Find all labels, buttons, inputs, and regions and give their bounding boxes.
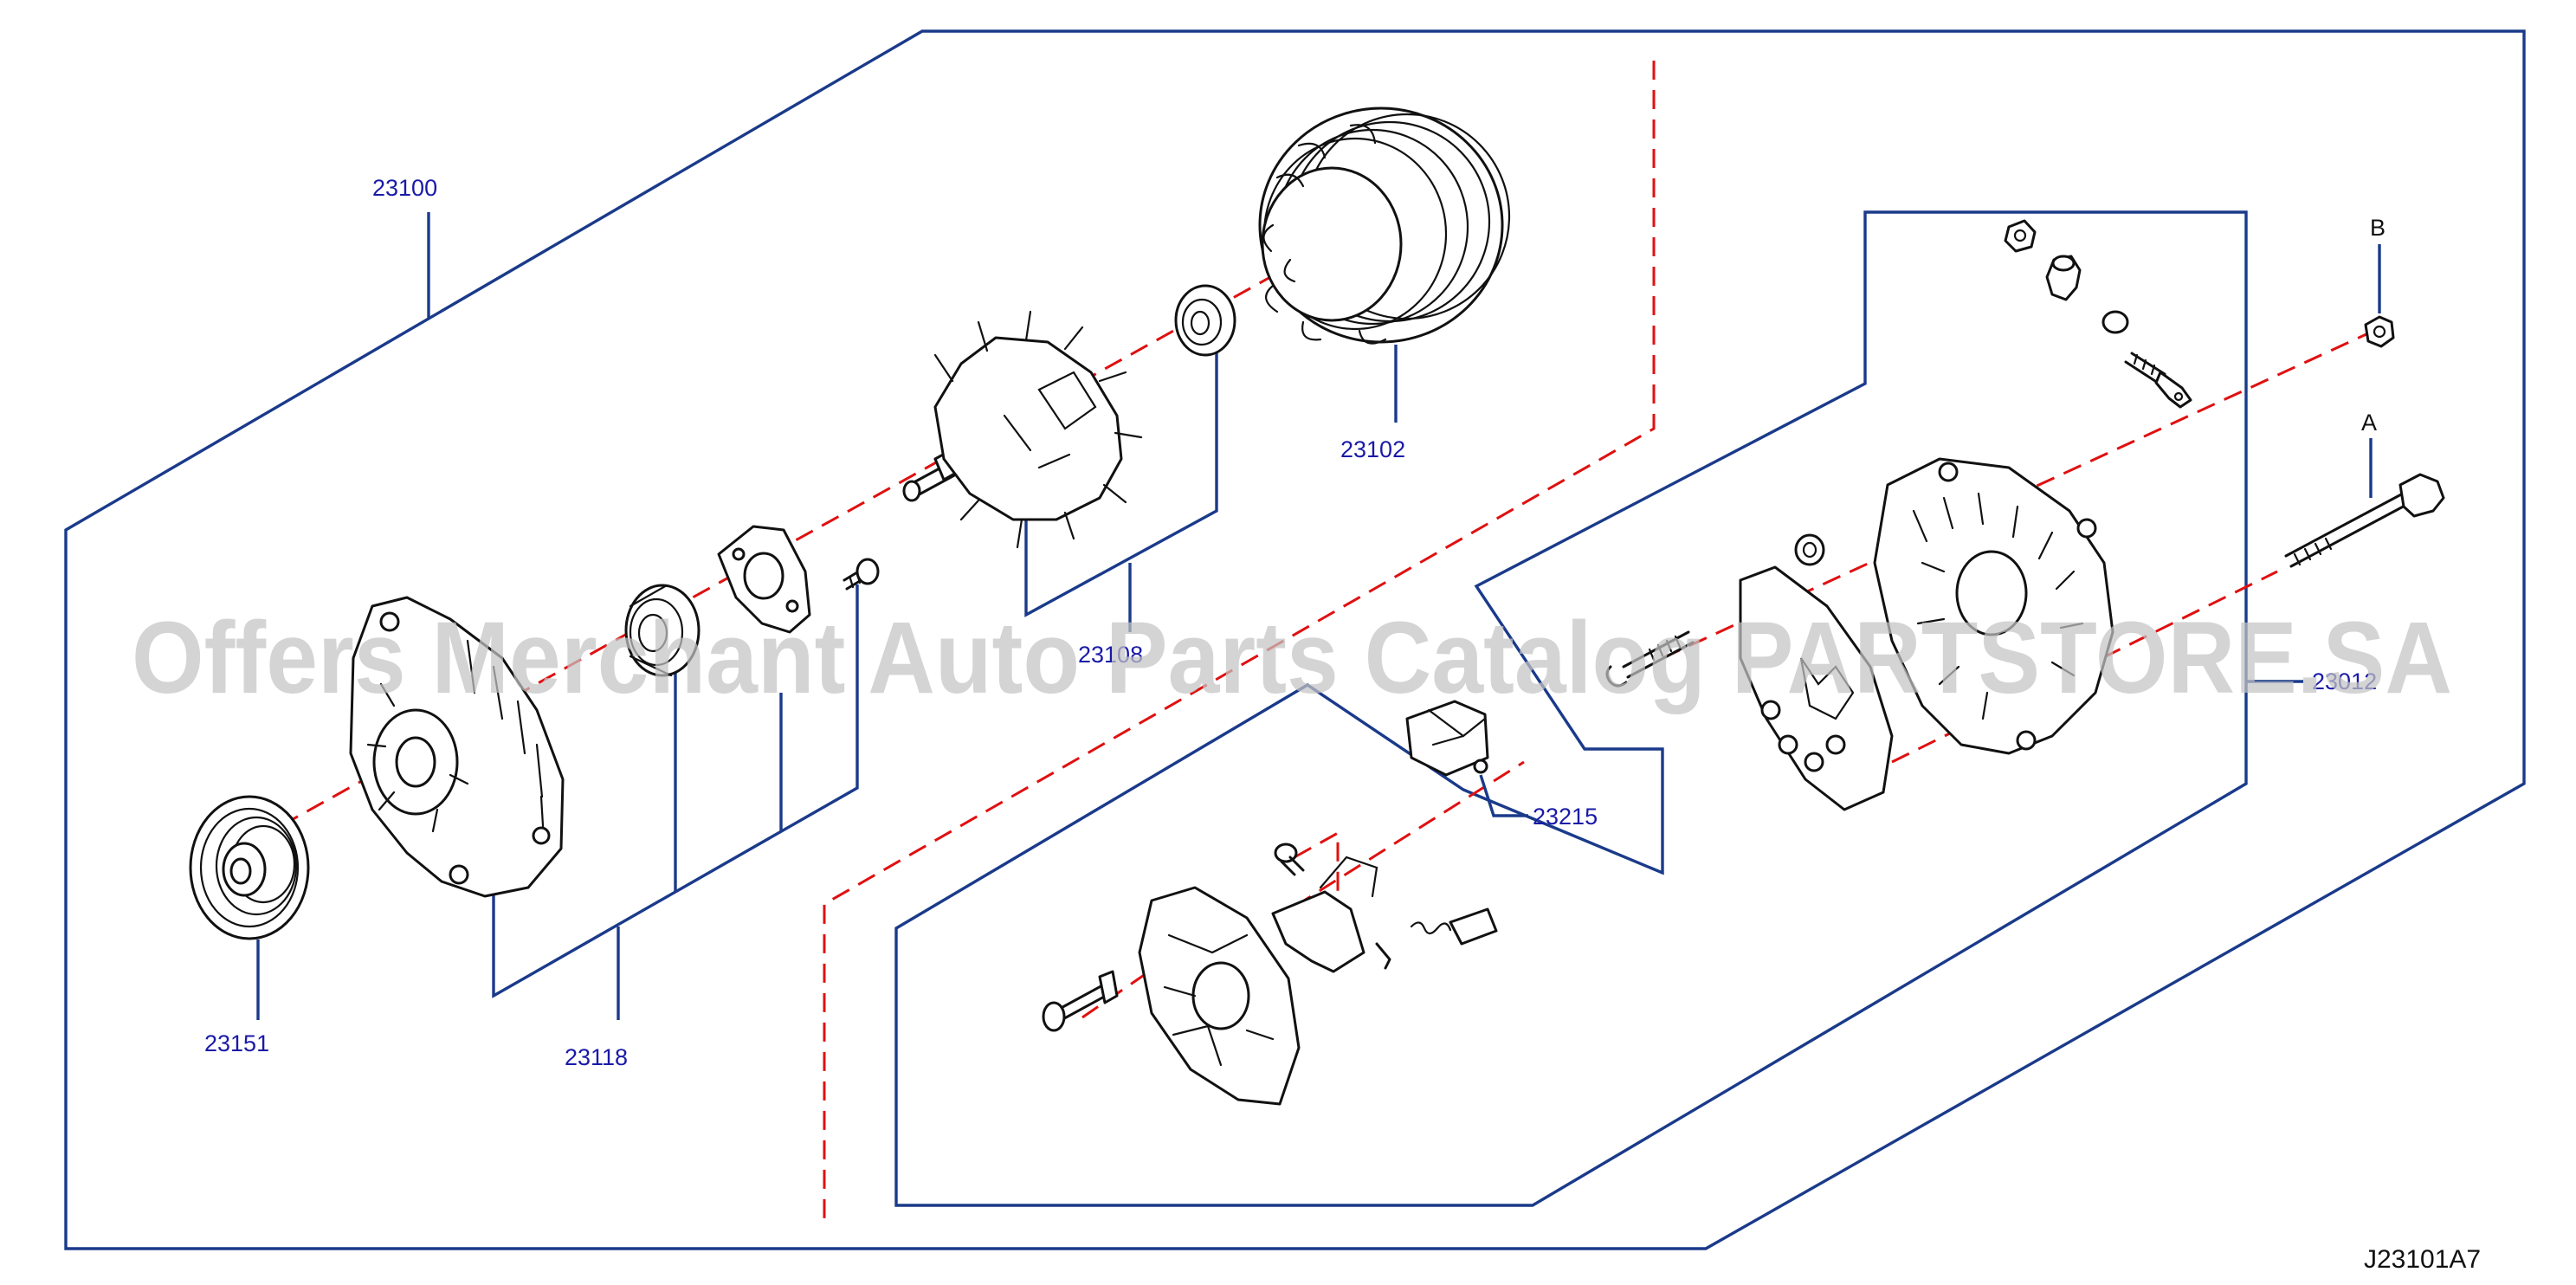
axis-front-box: [823, 61, 1656, 1223]
regulator-connector-drawing: [1405, 700, 1489, 777]
part-number-23102: 23102: [1340, 436, 1405, 462]
retainer-plate-drawing: [717, 525, 811, 634]
part-number-23215: 23215: [1533, 804, 1598, 830]
axis-brush-holder: [1294, 760, 1525, 908]
regulator-bracket-drawing: [1271, 843, 1498, 973]
rotor-drawing: [902, 310, 1143, 549]
rear-bearing-drawing: [1174, 284, 1236, 357]
ref-letter-b: B: [2370, 215, 2386, 241]
assembly-frame-23012: [894, 210, 2248, 1207]
leader-23108: [1024, 333, 1218, 617]
assembly-frame-23100: [64, 29, 2526, 1250]
leader-lines: [256, 212, 2381, 1020]
front-bearing-drawing: [624, 584, 700, 677]
watermark-text: Offers Merchant Auto Parts Catalog PARTS…: [132, 601, 2452, 715]
rear-housing-drawing: [1873, 457, 2114, 755]
front-bolt-drawing: [1042, 970, 1119, 1032]
rectifier-plate-drawing: [1739, 533, 1894, 811]
retainer-screw-drawing: [843, 558, 880, 591]
pulley-drawing: [189, 795, 310, 940]
front-housing-drawing: [349, 596, 565, 898]
part-number-23108: 23108: [1078, 642, 1143, 668]
terminal-hardware-drawing: [2004, 219, 2192, 409]
leader-23215: [1479, 774, 1528, 817]
axis-screw-upper: [1294, 830, 1340, 901]
ref-a-bolt-drawing: [2284, 473, 2445, 568]
part-number-23100: 23100: [372, 175, 437, 201]
ref-b-nut-drawing: [2364, 315, 2395, 348]
part-number-23151: 23151: [204, 1030, 269, 1056]
ref-letter-a: A: [2361, 410, 2377, 436]
stator-drawing: [1258, 107, 1511, 345]
figure-code: J23101A7: [2364, 1245, 2481, 1274]
brush-holder-plate-drawing: [1138, 886, 1301, 1106]
part-number-23118: 23118: [565, 1044, 628, 1070]
part-number-23012: 23012: [2312, 668, 2377, 694]
rear-stud-drawing: [1605, 630, 1695, 688]
